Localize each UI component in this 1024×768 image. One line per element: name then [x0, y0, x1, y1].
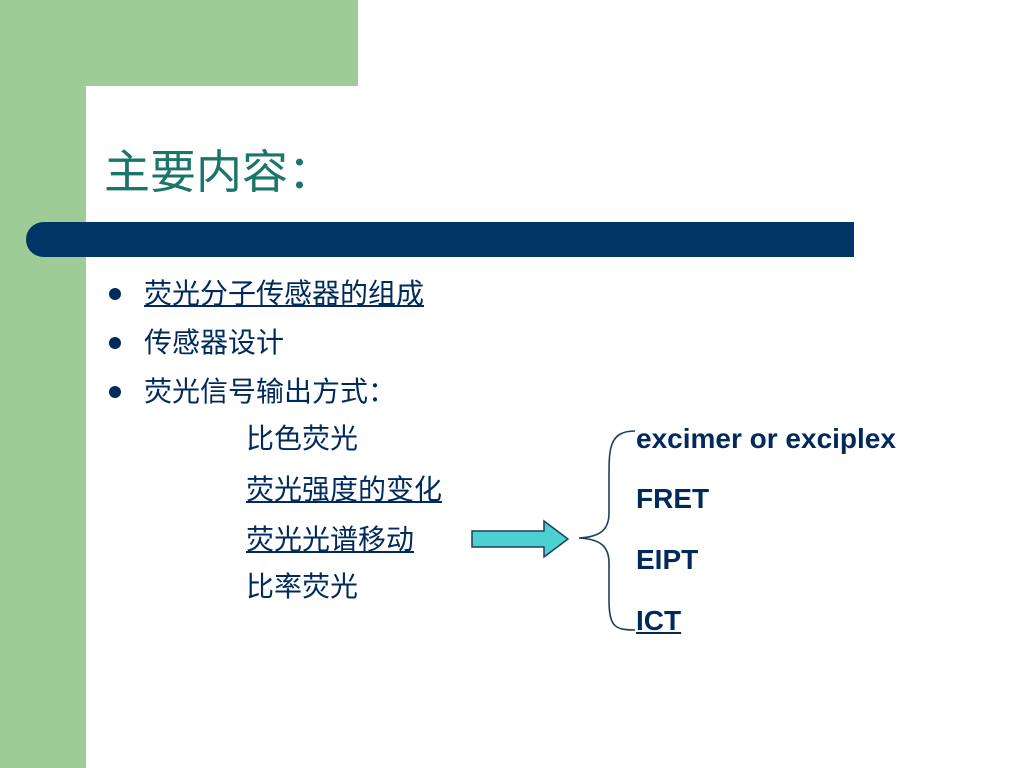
sub-item-ratiometric: 比率荧光 [246, 570, 359, 603]
right-arrow-icon [471, 519, 570, 559]
bullet-signal-output-modes: 荧光信号输出方式： [144, 375, 397, 408]
sub-item-colorimetric: 比色荧光 [246, 422, 359, 455]
bullet-dot [109, 337, 121, 349]
bullet-sensor-design: 传感器设计 [144, 326, 285, 359]
sub-item-spectral-shift-link[interactable]: 荧光光谱移动 [246, 523, 415, 556]
rounded-content-corner [86, 86, 206, 206]
bullet-dot [109, 288, 121, 300]
title-underline-bar [26, 222, 854, 257]
sub-item-intensity-change-link[interactable]: 荧光强度的变化 [246, 473, 443, 506]
mechanism-fret: FRET [636, 483, 710, 514]
left-green-band [0, 0, 86, 768]
slide-title: 主要内容： [104, 145, 334, 199]
top-green-band [0, 0, 358, 86]
mechanism-eipt: EIPT [636, 544, 699, 575]
bullet-sensor-composition-link[interactable]: 荧光分子传感器的组成 [144, 277, 425, 310]
curly-brace-icon [578, 430, 636, 631]
mechanism-excimer-exciplex: excimer or exciplex [636, 423, 896, 454]
mechanism-ict-link[interactable]: ICT [636, 605, 682, 636]
bullet-dot [109, 386, 121, 398]
